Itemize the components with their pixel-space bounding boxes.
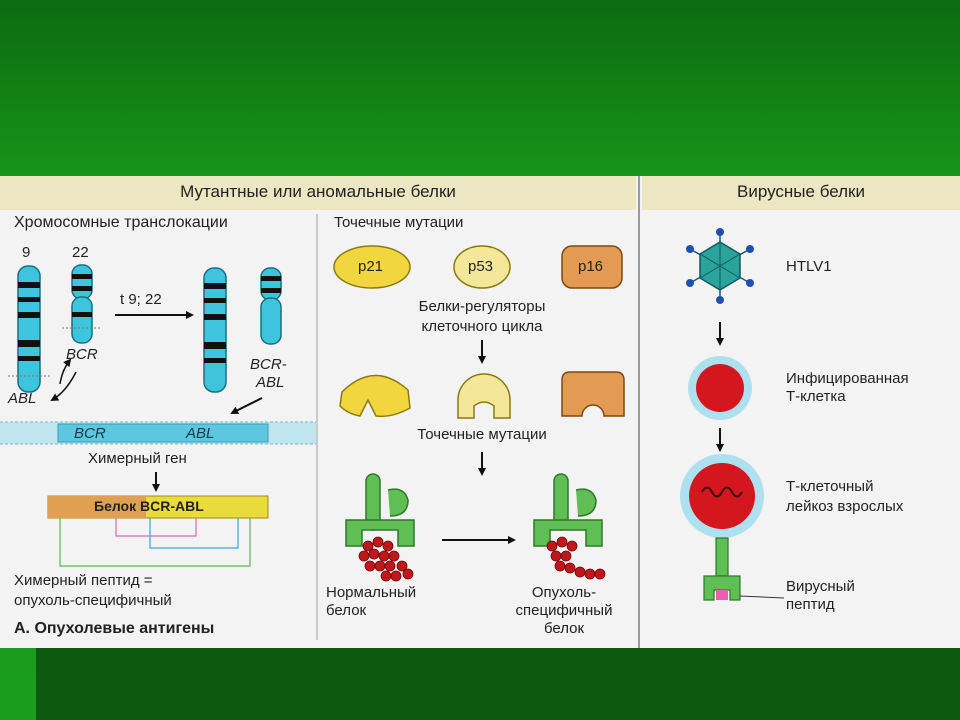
viral-peptide-line1: Вирусный: [786, 578, 855, 595]
p53-mutant-shape: [457, 373, 511, 419]
normal-peptide-beads: [358, 536, 414, 582]
chr22-label: 22: [72, 244, 89, 261]
p16-shape: [561, 245, 623, 289]
normal-protein-line2: белок: [326, 602, 367, 619]
bcr-abl-label-2: ABL: [256, 374, 285, 391]
background-bottom-bar: [36, 648, 960, 720]
peptide-bracket-pink: [115, 518, 197, 537]
tumor-mhc-protein: [533, 473, 603, 547]
header-mutant-bg: [0, 176, 636, 210]
peptide-bracket-green: [59, 518, 251, 567]
tumor-protein-line1: Опухоль-: [531, 584, 597, 601]
gene-abl-label: ABL: [186, 425, 215, 442]
p16-mutant-shape: [561, 371, 625, 417]
gene-bcr-label: BCR: [74, 425, 106, 442]
infected-cell-line1: Инфицированная: [786, 370, 909, 387]
chimeric-gene-label: Химерный ген: [88, 450, 187, 467]
regulators-line2: клеточного цикла: [421, 318, 543, 335]
p53-label: p53: [468, 258, 494, 275]
chr9-label: 9: [22, 244, 31, 261]
viral-peptide-pointer: [739, 595, 785, 599]
translocation-label: t 9; 22: [120, 291, 162, 308]
to-gene-arrow: [230, 397, 263, 414]
peptide-bracket-blue: [149, 518, 239, 549]
regulators-line1: Белки-регуляторы: [418, 298, 546, 315]
chimeric-gene-bar: [57, 423, 269, 443]
header-viral: Вирусные белки: [737, 182, 865, 201]
infected-cell-line2: Т-клетка: [786, 388, 846, 405]
translocation-title: Хромосомные транслокации: [14, 214, 228, 231]
viral-dna-squiggle: [701, 486, 743, 498]
chromosome-22-right: [260, 267, 282, 345]
htlv1-label: HTLV1: [786, 258, 832, 275]
bcr-abl-label-1: BCR-: [250, 356, 287, 373]
chimeric-peptide-line1: Химерный пептид =: [14, 572, 153, 589]
chimeric-peptide-line2: опухоль-специфичный: [14, 592, 172, 609]
abl-label: ABL: [8, 390, 37, 407]
htlv1-virus-icon: [686, 228, 754, 304]
p16-label: p16: [578, 258, 604, 275]
point-mutations-label-2: Точечные мутации: [417, 426, 547, 443]
tumor-protein-line3: белок: [543, 620, 585, 637]
swap-arrow-2: [59, 358, 72, 385]
swap-arrow-1: [50, 371, 77, 401]
p21-mutant-shape: [339, 374, 411, 418]
bcr-label: BCR: [66, 346, 98, 363]
viral-peptide-line2: пептид: [786, 596, 835, 613]
point-mutations-title: Точечные мутации: [334, 214, 464, 231]
normal-mhc-protein: [345, 473, 415, 547]
chromosome-9-right: [203, 267, 227, 393]
p21-shape: [333, 245, 411, 289]
viral-peptide-mhc: [703, 537, 741, 601]
chromosome-22-left: [71, 264, 93, 344]
header-viral-bg: [642, 176, 960, 210]
normal-protein-line1: Нормальный: [326, 584, 417, 601]
leukemia-line1: Т-клеточный: [786, 478, 874, 495]
leukemia-line2: лейкоз взрослых: [786, 498, 904, 515]
p21-label: p21: [358, 258, 384, 275]
header-mutant: Мутантные или аномальные белки: [180, 182, 456, 201]
leukemia-cell-nucleus: [689, 463, 755, 529]
infected-cell-nucleus: [696, 364, 744, 412]
tumor-protein-line2: специфичный: [515, 602, 613, 619]
protein-bar-label: Белок BCR-ABL: [94, 498, 204, 514]
p53-shape: [453, 245, 511, 289]
section-title: А. Опухолевые антигены: [14, 620, 215, 637]
tumor-peptide-beads: [546, 536, 606, 580]
chromosome-9-left: [17, 265, 41, 393]
